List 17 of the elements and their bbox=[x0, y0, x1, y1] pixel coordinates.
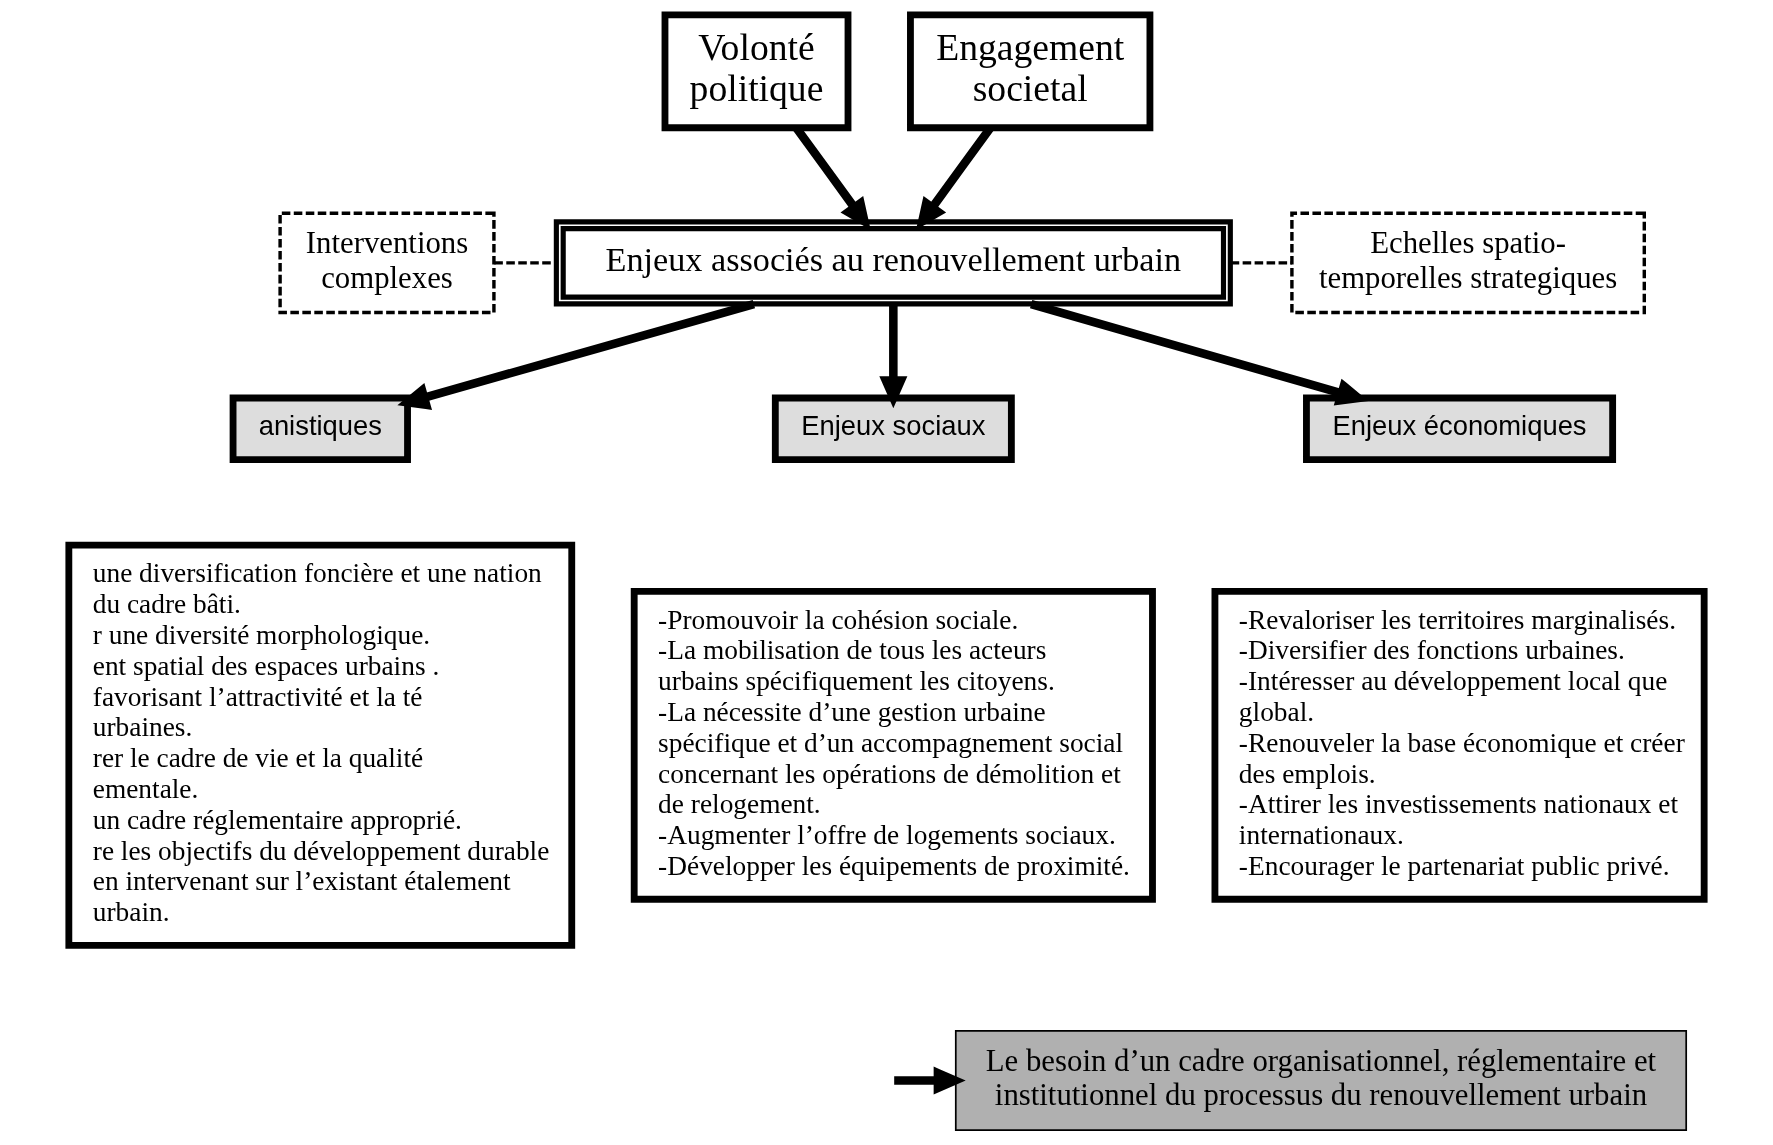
node-box: une diversification foncière et une nation du cadre bâti. r une diversité morphologique. ent spatial des espaces urbains . favorisant l’attractivité et la té urbaines. rer le cadre de vie et la qualité ementale. un cadre réglementaire approprié. re les objectifs du développement durable en intervenant sur l’existant étalement urbain. bbox=[65, 541, 576, 949]
node-box: Volonté politique bbox=[661, 11, 852, 132]
node-box: Interventions complexes bbox=[278, 211, 496, 315]
node-box: anistiques bbox=[229, 394, 411, 464]
node-box: Le besoin d’un cadre organisationnel, réglementaire et institutionnel du processus du renouvellement urbain bbox=[954, 1030, 1688, 1131]
arrow bbox=[397, 300, 756, 410]
node-box: -Promouvoir la cohésion sociale. -La mobilisation de tous les acteurs urbains spécifiquement les citoyens. -La nécessite d’une gestion urbaine spécifique et d’un accompagnement social concernant les opérations de démolition et de relogement. -Augmenter l’offre de logements sociaux. -Développer les équipements de proximité. bbox=[630, 587, 1156, 903]
node-box: Enjeux sociaux bbox=[771, 394, 1015, 464]
node-box: Engagement societal bbox=[907, 11, 1154, 132]
arrow bbox=[1029, 300, 1369, 406]
node-box: Echelles spatio- temporelles strategiques bbox=[1290, 211, 1646, 315]
node-box: Enjeux associés au renouvellement urbain bbox=[553, 219, 1233, 307]
node-box: Enjeux économiques bbox=[1303, 394, 1617, 464]
arrow bbox=[894, 1066, 966, 1095]
node-box: -Revaloriser les territoires marginalisés. -Diversifier des fonctions urbaines. -Intéresser au développement local que global. -Renouveler la base économique et créer des emplois. -Attirer les investissements nationaux et internationaux. -Encourager le partenariat public privé. bbox=[1211, 587, 1708, 903]
arrow bbox=[879, 304, 908, 409]
connector bbox=[1230, 261, 1292, 265]
